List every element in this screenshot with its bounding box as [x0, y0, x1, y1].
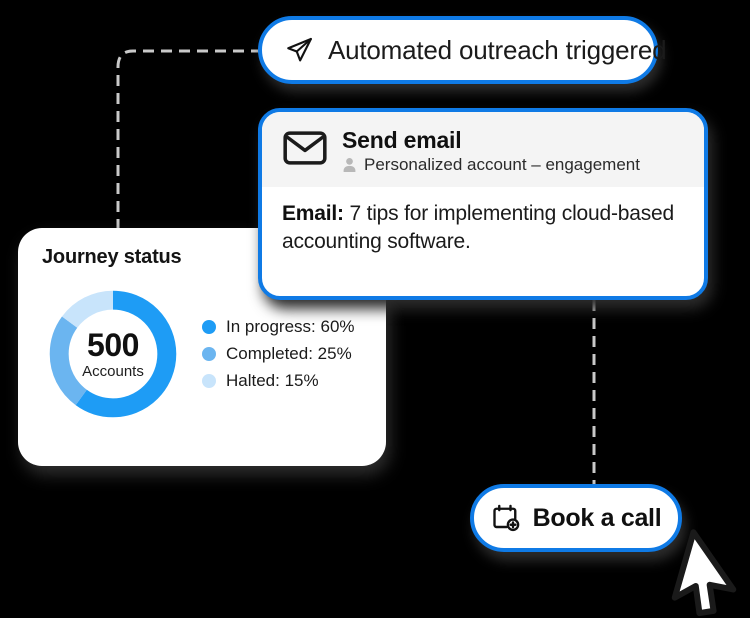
legend-dot — [202, 347, 216, 361]
donut-legend: In progress: 60% Completed: 25% Halted: 15… — [202, 317, 355, 391]
legend-item: Completed: 25% — [202, 344, 355, 364]
email-card-body-prefix: Email: — [282, 202, 344, 226]
pill-face: Automated outreach triggered — [258, 16, 667, 84]
legend-dot — [202, 374, 216, 388]
legend-item: Halted: 15% — [202, 371, 355, 391]
legend-item: In progress: 60% — [202, 317, 355, 337]
pill-face: Book a call — [470, 484, 682, 552]
card-face: Send email Personalized account – engage… — [258, 108, 708, 300]
legend-label: Halted: 15% — [226, 371, 319, 390]
email-card-audience-label: Personalized account – engagement — [364, 155, 640, 175]
calendar-plus-icon — [492, 504, 519, 532]
automated-outreach-label: Automated outreach triggered — [328, 34, 667, 65]
email-card-header: Send email Personalized account – engage… — [262, 112, 704, 188]
card-face: Journey status 500 Accounts In progress:… — [18, 228, 386, 466]
donut-segment-completed — [49, 290, 177, 418]
email-card-title: Send email — [342, 127, 462, 153]
envelope-icon — [283, 131, 327, 165]
person-icon — [343, 158, 356, 173]
connector-outreach-to-journey — [116, 49, 262, 248]
journey-status-title: Journey status — [42, 246, 182, 268]
email-card-heading-group: Send email Personalized account – engage… — [342, 127, 640, 175]
email-card-body-text: 7 tips for implementing cloud-based acco… — [282, 202, 674, 254]
donut-chart: 500 Accounts — [42, 283, 184, 425]
automated-outreach-pill[interactable]: Automated outreach triggered — [258, 16, 667, 92]
book-a-call-button[interactable]: Book a call — [470, 484, 686, 561]
legend-label: Completed: 25% — [226, 344, 352, 363]
email-card-body: Email: 7 tips for implementing cloud-bas… — [262, 187, 704, 256]
donut-segment-halted — [49, 290, 177, 418]
donut-svg — [49, 290, 177, 418]
book-a-call-label: Book a call — [532, 503, 662, 532]
legend-label: In progress: 60% — [226, 317, 355, 336]
email-card-audience: Personalized account – engagement — [342, 155, 640, 175]
mouse-pointer-icon — [671, 529, 737, 617]
send-paper-plane-icon — [287, 37, 312, 62]
send-email-card[interactable]: Send email Personalized account – engage… — [258, 108, 713, 309]
legend-dot — [202, 320, 216, 334]
